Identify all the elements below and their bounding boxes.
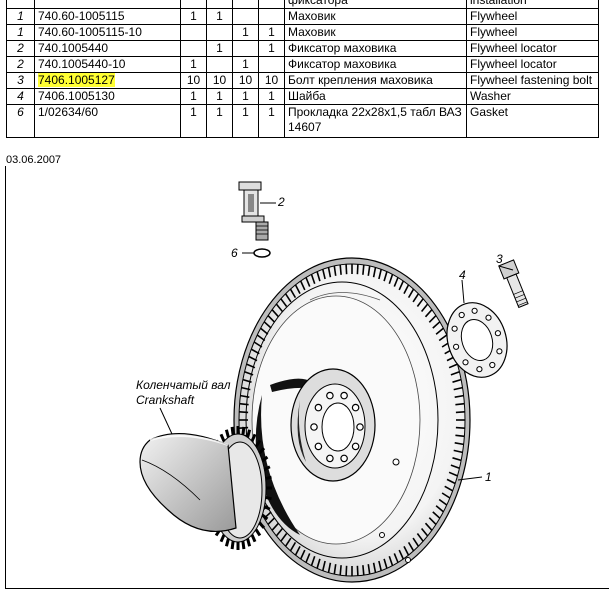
name-en-cell: Flywheel xyxy=(466,24,599,41)
callout-1: 1 xyxy=(485,470,492,484)
part-number-cell: 740.1005440 xyxy=(34,40,181,57)
crankshaft-label-ru: Коленчатый вал xyxy=(136,378,231,392)
callout-6: 6 xyxy=(231,246,238,260)
callout-4: 4 xyxy=(459,268,466,282)
name-ru-cell: Болт крепления маховика xyxy=(284,72,467,89)
flywheel-fastening-bolt xyxy=(498,259,529,309)
flywheel xyxy=(233,257,471,583)
crankshaft-label-en: Crankshaft xyxy=(136,393,195,407)
qty-cell: 10 xyxy=(232,72,259,89)
part-number-cell: 740.60-1005115-10 xyxy=(34,24,181,41)
name-ru-cell: Прокладка 22х28х1,5 табл ВАЗ 14607 xyxy=(284,104,467,138)
callout-2: 2 xyxy=(278,195,285,209)
qty-cell: 1 xyxy=(232,104,259,138)
qty-cell: 1 xyxy=(258,104,285,138)
position-cell: 6 xyxy=(6,104,35,138)
crankshaft-leader xyxy=(159,407,173,435)
part-number-cell: 7406.1005127 xyxy=(34,72,181,89)
qty-cell: 1 xyxy=(180,104,207,138)
name-en-cell: Flywheel xyxy=(466,8,599,25)
flywheel-leader xyxy=(457,476,483,481)
washer-holes xyxy=(451,307,503,373)
callout-3: 3 xyxy=(496,252,503,266)
name-ru-cell: Маховик xyxy=(284,24,467,41)
part-number-cell: 740.1005440-10 xyxy=(34,56,181,73)
document-date: 03.06.2007 xyxy=(6,154,62,166)
flywheel-locator-pin xyxy=(238,181,269,241)
name-ru-cell: Фиксатор маховика xyxy=(284,56,467,73)
crankshaft-label: Коленчатый вал Crankshaft xyxy=(136,378,231,408)
hub-bolt-holes xyxy=(310,391,364,463)
frame-left-border xyxy=(5,166,6,589)
gasket xyxy=(253,248,271,258)
bolt-leader xyxy=(498,265,514,271)
name-en-cell: Flywheel locator xyxy=(466,56,599,73)
highlighted-part-number: 7406.1005127 xyxy=(38,73,115,87)
name-en-cell: Gasket xyxy=(466,104,599,138)
washer xyxy=(446,302,508,378)
washer-leader xyxy=(461,279,465,304)
crankshaft xyxy=(139,426,272,550)
